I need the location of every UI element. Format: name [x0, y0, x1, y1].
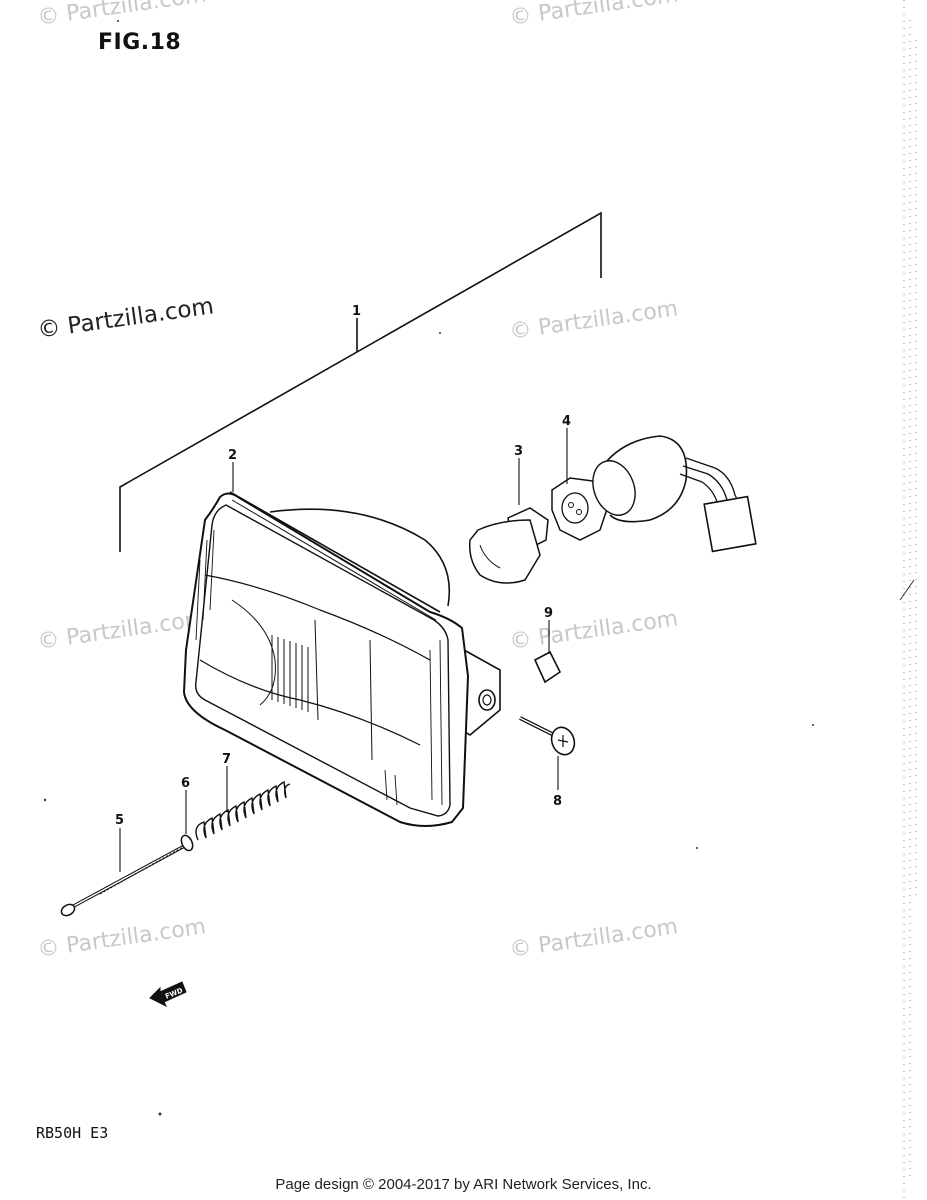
spring — [195, 780, 291, 841]
headlight-housing — [182, 491, 501, 827]
part-label-9: 9 — [544, 606, 553, 621]
washer — [180, 834, 194, 852]
square-nut — [533, 650, 562, 684]
scan-edge-noise — [899, 0, 917, 1200]
part-label-5: 5 — [115, 813, 124, 828]
part-label-2: 2 — [228, 448, 237, 463]
part-label-6: 6 — [181, 776, 190, 791]
page-footer: Page design © 2004-2017 by ARI Network S… — [275, 1176, 652, 1193]
forward-arrow-icon: FWD — [149, 981, 187, 1008]
part-label-7: 7 — [222, 752, 231, 767]
part-label-8: 8 — [553, 794, 562, 809]
adjusting-screw — [60, 841, 191, 917]
part-label-3: 3 — [514, 444, 523, 459]
figure-title: FIG.18 — [98, 30, 182, 55]
part-label-4: 4 — [562, 414, 571, 429]
part-label-1: 1 — [352, 304, 361, 319]
leader-lines — [119, 428, 568, 872]
mounting-screw — [519, 716, 576, 756]
bulb-socket — [551, 435, 757, 553]
scan-specks — [43, 20, 814, 1116]
model-code: RB50H E3 — [36, 1124, 109, 1142]
bulb — [468, 507, 549, 584]
assembly-bracket — [119, 211, 602, 552]
